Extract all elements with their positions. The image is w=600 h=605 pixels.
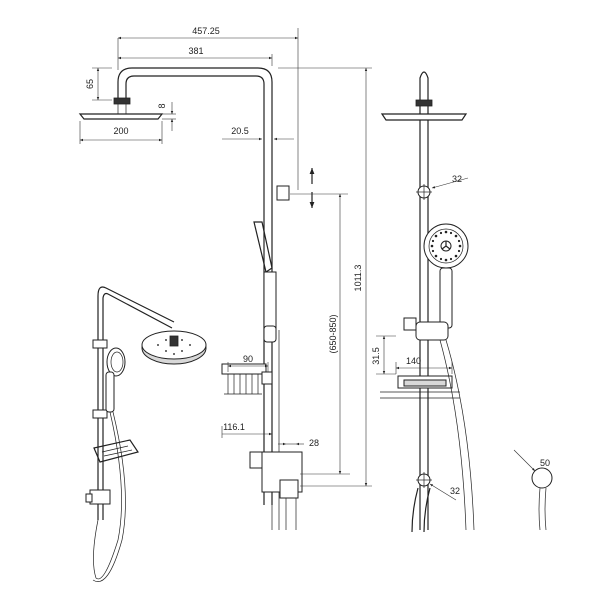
flange-circle [531,467,553,489]
spray-nozzles [430,230,462,262]
side-slider-knob [403,317,417,331]
dim-head-height: 65 [85,79,95,89]
dim-bracket-height: 31.5 [371,347,381,365]
persp-soap-dish [93,439,139,463]
dim-mid-bracket: 32 [452,174,462,184]
flange-detail: 50 [513,449,553,531]
dim-head-thickness: 8 [157,103,167,108]
side-outlet-pipe [411,487,431,533]
lower-rail [271,330,280,530]
dim-total-width: 457.25 [192,26,220,36]
dim-line-flange [513,449,536,472]
persp-mid-bracket [92,409,108,419]
mixer-outlet [279,479,299,499]
side-slider-clamp [415,321,449,341]
dim-line-low-bracket [429,483,457,501]
head-connector [113,97,131,105]
shower-head [78,113,164,120]
side-head-connector [415,99,433,107]
persp-hand-handle [105,371,115,413]
diverter-knob [249,451,263,469]
dim-flange-diameter: 50 [540,458,550,468]
hand-shower-head [253,221,273,273]
riser-arm-outer [117,67,273,505]
hose-outer [445,339,475,531]
persp-hand-shower [106,347,126,377]
dim-arm-width: 381 [188,46,203,56]
dim-outlet-offset: 28 [309,438,319,448]
dim-line-mid-bracket [431,177,469,189]
dim-outlet-width: 116.1 [223,422,245,432]
side-elevation-view [380,71,475,533]
persp-mixer [89,489,111,505]
dish-clamp [261,371,273,385]
side-arm-top [419,71,429,100]
riser-arm-inner [125,75,265,505]
dim-riser-diameter: 20.5 [231,126,249,136]
dim-low-bracket: 32 [450,486,460,496]
persp-hose [93,411,122,580]
front-elevation-view [78,67,303,530]
dim-slide-range: (650-850) [328,314,338,353]
side-hand-handle [439,267,453,329]
side-shower-head [380,113,468,121]
dim-dish-depth: 140 [406,356,421,366]
flange-pipe [538,487,547,531]
dim-total-height: 1011.3 [353,265,363,292]
soap-dish-grille [224,374,262,395]
dim-head-diameter: 200 [113,126,128,136]
soap-dish-bracket [221,363,267,375]
dim-dish-width: 90 [243,354,253,364]
persp-top-bracket [92,339,108,349]
side-view-dimensions: 32 31.5 140 32 [371,174,469,501]
persp-riser-arm [97,286,175,520]
front-view-dimensions: 457.25 381 65 8 200 20.5 (650-850) 1011 [79,26,372,487]
top-slider-clamp [276,185,290,201]
hand-shower-holder [263,325,277,343]
perspective-view [85,286,207,582]
persp-head-nozzles [157,336,191,355]
hand-shower-handle [263,271,277,331]
